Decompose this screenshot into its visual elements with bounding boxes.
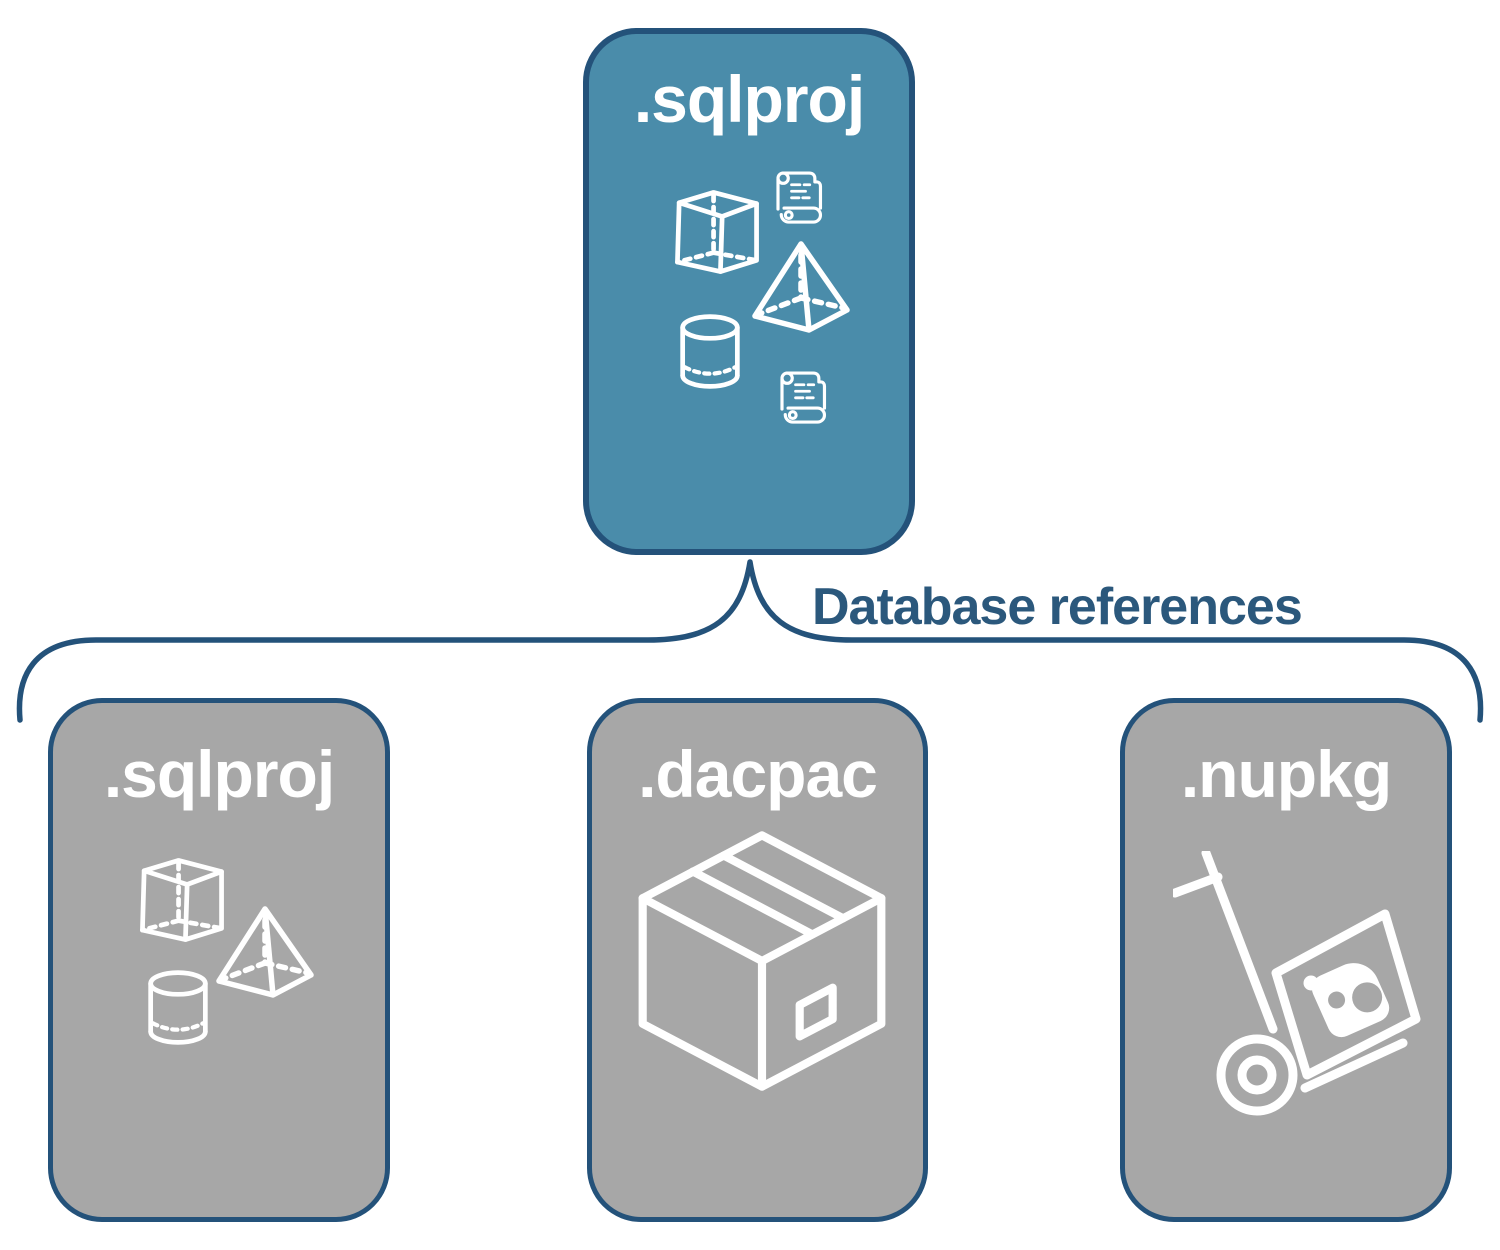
node-title: .dacpac — [638, 737, 878, 811]
pyramid-icon — [213, 903, 317, 999]
node-sqlproj-reference: .sqlproj — [48, 698, 390, 1222]
cube-icon — [674, 189, 760, 275]
node-dacpac-reference: .dacpac — [587, 698, 928, 1222]
package-box-icon — [605, 804, 919, 1118]
cylinder-icon — [677, 313, 743, 391]
scroll-icon — [775, 366, 831, 424]
pyramid-icon — [749, 238, 853, 334]
hand-truck-package-icon — [1173, 851, 1423, 1116]
database-references-label: Database references — [812, 578, 1303, 636]
node-sqlproj-main: .sqlproj — [583, 28, 915, 555]
cylinder-icon — [145, 969, 211, 1047]
node-nupkg-reference: .nupkg — [1120, 698, 1452, 1222]
node-title: .nupkg — [1180, 737, 1392, 811]
node-title: .sqlproj — [633, 62, 865, 136]
node-title: .sqlproj — [103, 737, 335, 811]
scroll-icon — [771, 166, 827, 224]
